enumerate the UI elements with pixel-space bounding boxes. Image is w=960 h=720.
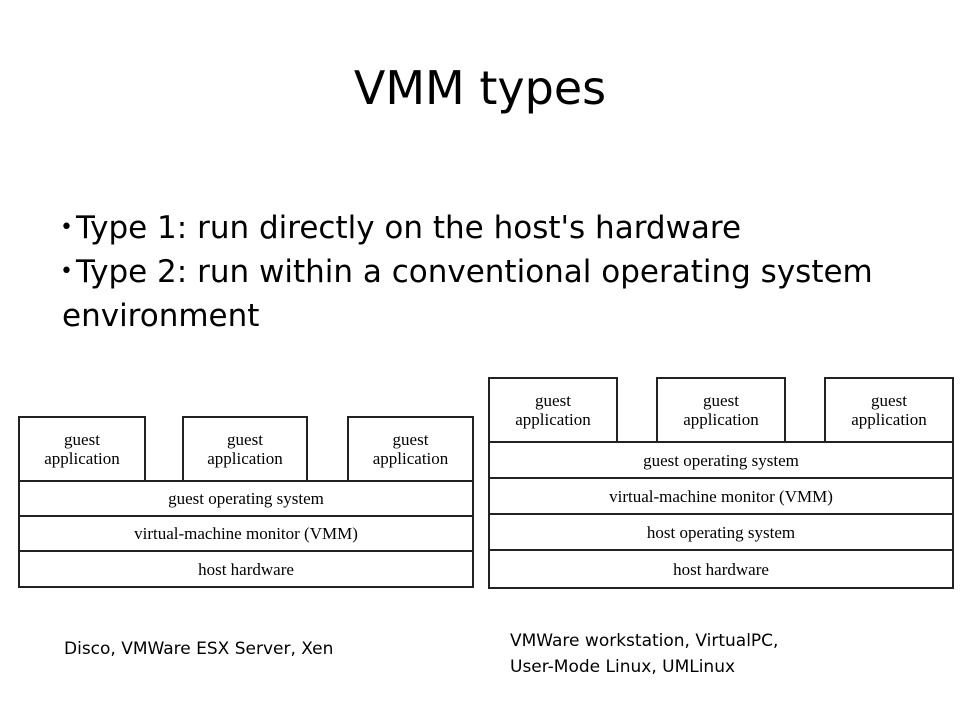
bullet-item: • Type 2: run within a conventional oper… xyxy=(60,250,882,338)
type2-vmm-layer: virtual-machine monitor (VMM) xyxy=(488,477,954,515)
box-label: host hardware xyxy=(673,559,769,579)
type1-guest-app-1: guest application xyxy=(18,416,146,482)
bullet-item: • Type 1: run directly on the host's har… xyxy=(60,206,882,250)
box-label: guest application xyxy=(372,430,449,468)
type2-caption: VMWare workstation, VirtualPC, User-Mode… xyxy=(510,628,778,680)
box-label: guest application xyxy=(44,430,120,468)
bullet-text: Type 2: run within a conventional operat… xyxy=(62,254,873,334)
box-label: guest application xyxy=(207,430,283,468)
type2-guest-app-2: guest application xyxy=(656,377,786,443)
type2-diagram: guest application guest application gues… xyxy=(488,377,954,589)
type2-guest-app-1: guest application xyxy=(488,377,618,443)
type2-guest-app-3: guest application xyxy=(824,377,954,443)
type1-caption: Disco, VMWare ESX Server, Xen xyxy=(64,636,333,662)
slide-title: VMM types xyxy=(353,61,607,115)
box-label: virtual-machine monitor (VMM) xyxy=(134,524,358,543)
box-label: guest operating system xyxy=(643,450,799,470)
type1-vmm-layer: virtual-machine monitor (VMM) xyxy=(18,515,474,552)
type1-diagram: guest application guest application gues… xyxy=(18,416,474,588)
box-label: host operating system xyxy=(646,522,796,542)
type2-host-os-layer: host operating system xyxy=(488,513,954,551)
type1-guest-os-layer: guest operating system xyxy=(18,480,474,517)
box-label: virtual-machine monitor (VMM) xyxy=(609,486,833,506)
caption-line: VMWare workstation, VirtualPC, xyxy=(510,631,779,651)
box-label: guest application xyxy=(851,391,927,429)
type1-guest-app-3: guest application xyxy=(347,416,474,482)
bullet-dot-icon: • xyxy=(60,259,73,284)
box-label: host hardware xyxy=(198,559,294,579)
bullet-dot-icon: • xyxy=(60,215,73,240)
caption-text: Disco, VMWare ESX Server, Xen xyxy=(64,639,334,659)
type1-guest-app-2: guest application xyxy=(182,416,308,482)
type2-host-hardware-layer: host hardware xyxy=(488,549,954,589)
type2-guest-os-layer: guest operating system xyxy=(488,441,954,479)
box-label: guest application xyxy=(683,391,759,429)
box-label: guest operating system xyxy=(168,489,324,508)
bullet-list: • Type 1: run directly on the host's har… xyxy=(60,206,882,338)
type1-host-hardware-layer: host hardware xyxy=(18,550,474,588)
bullet-text: Type 1: run directly on the host's hardw… xyxy=(76,210,742,246)
box-label: guest application xyxy=(515,391,591,429)
caption-line: User-Mode Linux, UMLinux xyxy=(510,657,736,677)
